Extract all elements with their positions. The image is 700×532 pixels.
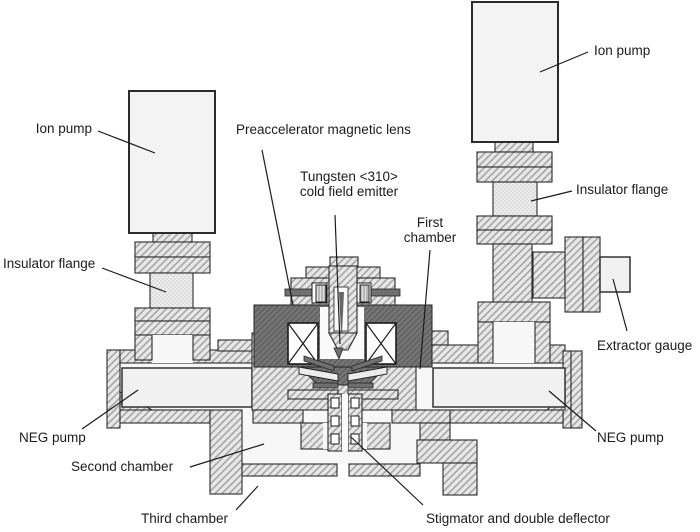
gauge-flange-a [564, 236, 584, 313]
left-flange-c [134, 307, 211, 322]
leader-emitter [334, 214, 341, 345]
bottom-wall-left [119, 409, 211, 424]
lens-coil-left [287, 322, 319, 365]
left-flange-a [134, 241, 211, 258]
label-first-chamber: First chamber [403, 215, 457, 246]
left-outer-wall [106, 349, 121, 429]
left-flange-d [134, 320, 211, 336]
suppressor-left [303, 355, 335, 372]
extractor-gauge-assembly [532, 236, 631, 313]
right-port-plate [477, 301, 551, 323]
right-pump-neck [494, 141, 534, 153]
right-flange-a [476, 151, 553, 168]
leader-neg-right [548, 390, 597, 432]
left-ion-pump-body [128, 90, 216, 234]
gasket-right [370, 288, 401, 297]
right-leg-upper [419, 422, 451, 441]
right-leg-bar [416, 439, 478, 464]
label-preaccelerator-lens: Preaccelerator magnetic lens [236, 122, 411, 137]
neg-pump-left-cartridge [121, 367, 253, 408]
label-second-chamber: Second chamber [71, 459, 174, 474]
label-ion-pump-left: Ion pump [35, 121, 92, 136]
right-outer-wall-outer [570, 350, 583, 429]
leader-insulator-left [101, 267, 167, 293]
leader-preaccelerator [261, 149, 294, 306]
leader-ion-pump-right [539, 51, 589, 73]
anode-dark-left [312, 382, 339, 389]
leader-lines [81, 51, 628, 511]
left-ion-pump-assembly [128, 90, 216, 363]
emitter-holder-taper [328, 332, 358, 351]
label-neg-pump-left: NEG pump [19, 430, 86, 445]
leader-ion-pump-left [97, 130, 156, 154]
leader-extractor-gauge [612, 278, 628, 332]
label-third-chamber: Third chamber [141, 511, 229, 526]
tungsten-tip [333, 347, 344, 361]
floor-plate-left [241, 463, 338, 477]
extractor-electrode-left [298, 366, 339, 382]
leader-neg-left [81, 389, 139, 430]
third-chamber-right-leg [442, 462, 478, 496]
right-port-leg-a [477, 321, 494, 364]
right-column [492, 243, 533, 304]
left-port-opening [152, 335, 193, 363]
leader-second-chamber [189, 443, 265, 468]
right-ion-pump-assembly [471, 1, 559, 364]
gasket-left [284, 288, 313, 297]
leader-third-chamber [235, 485, 259, 511]
leader-stigmator [350, 436, 424, 506]
suppressor-right [351, 355, 383, 372]
beam-axis-gap [342, 394, 348, 451]
extractor-electrode-right [347, 366, 388, 382]
left-port-leg-a [134, 334, 153, 361]
gauge-flange-b [582, 236, 601, 313]
leader-first-chamber [419, 249, 431, 370]
gauge-arm [532, 251, 566, 299]
right-flange-c [476, 215, 553, 231]
leader-insulator-right [530, 190, 573, 202]
label-stigmator-deflector: Stigmator and double deflector [426, 511, 610, 526]
bottom-band-right [391, 409, 451, 424]
bottom-band-left [252, 409, 304, 424]
right-port-leg-b [534, 321, 551, 364]
left-port-leg-b [192, 334, 211, 361]
gun-assembly [251, 256, 433, 411]
right-insulator-flange [492, 181, 538, 217]
bolt-left [315, 284, 327, 303]
left-flange-b [134, 256, 211, 274]
bottom-wall-right [449, 409, 564, 424]
bolt-right [359, 284, 370, 303]
label-extractor-gauge: Extractor gauge [597, 338, 693, 353]
label-insulator-flange-left: Insulator flange [3, 256, 96, 271]
neg-pumps [121, 367, 566, 408]
stigmator-element [350, 433, 360, 445]
deflector-element [330, 397, 340, 409]
label-ion-pump-right: Ion pump [594, 43, 651, 58]
label-tungsten-emitter: Tungsten <310> cold field emitter [299, 169, 399, 200]
right-port-opening [493, 322, 535, 363]
floor-plate-right [348, 463, 421, 477]
right-flange-d [476, 229, 553, 245]
right-ion-pump-body [471, 1, 559, 143]
neg-pump-right-cartridge [432, 367, 566, 408]
deflector-element [350, 415, 360, 427]
anode-dark-right [347, 382, 374, 389]
deflector-element [330, 415, 340, 427]
deflector-element [350, 397, 360, 409]
label-neg-pump-right: NEG pump [597, 430, 664, 445]
emitter-filament [339, 292, 344, 344]
left-insulator-flange [149, 272, 194, 309]
stigmator-element [330, 433, 340, 445]
label-insulator-flange-right: Insulator flange [576, 182, 669, 197]
right-flange-b [476, 166, 553, 183]
